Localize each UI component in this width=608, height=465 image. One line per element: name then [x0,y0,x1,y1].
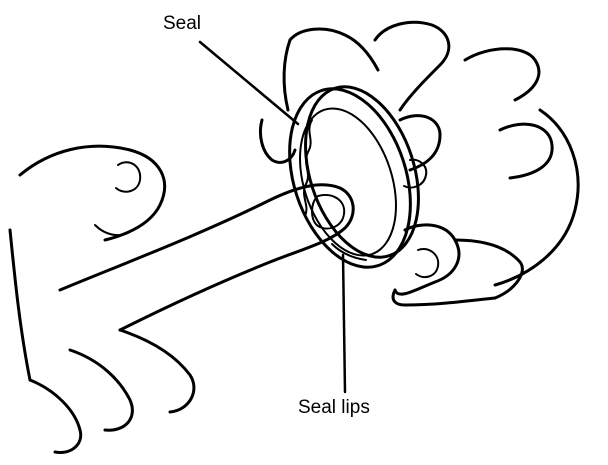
left-pinky-finger [28,378,83,455]
right-ring-finger [463,47,541,102]
left-ring-finger [68,348,134,432]
seal-label: Seal [163,13,202,34]
seal-outer-rim [288,87,412,269]
seal [288,85,420,269]
left-index-finger-bottom [118,186,355,332]
right-lower-finger [393,223,461,296]
seal-leader-line [198,40,300,126]
right-palm-bottom [391,288,497,307]
right-middle-finger [373,20,451,112]
left-index-finger-top [58,183,342,292]
left-middle-finger [118,328,196,414]
seal-outer-rim-back [304,85,420,259]
seal-lip-lower-edge [331,243,367,261]
right-index-finger-left-edge [282,38,292,112]
seal-lip-wave [303,119,313,217]
right-hand-back [493,108,580,287]
right-index-finger [288,27,380,72]
seal-lips-label: Seal lips [298,397,370,418]
left-hand [8,144,355,455]
left-thumbnail [115,161,142,193]
left-index-fingernail [311,194,346,230]
right-fingernail-upper [403,158,428,189]
right-fingernail-lower [415,248,440,279]
left-wrist [8,228,32,382]
seal-inner-lip [299,107,397,257]
left-thumb [18,144,166,242]
right-palm-lower [453,238,524,300]
seal-lips-leader-line [341,253,347,394]
right-pinky-finger [498,122,554,180]
left-thumb-crease [94,224,131,237]
